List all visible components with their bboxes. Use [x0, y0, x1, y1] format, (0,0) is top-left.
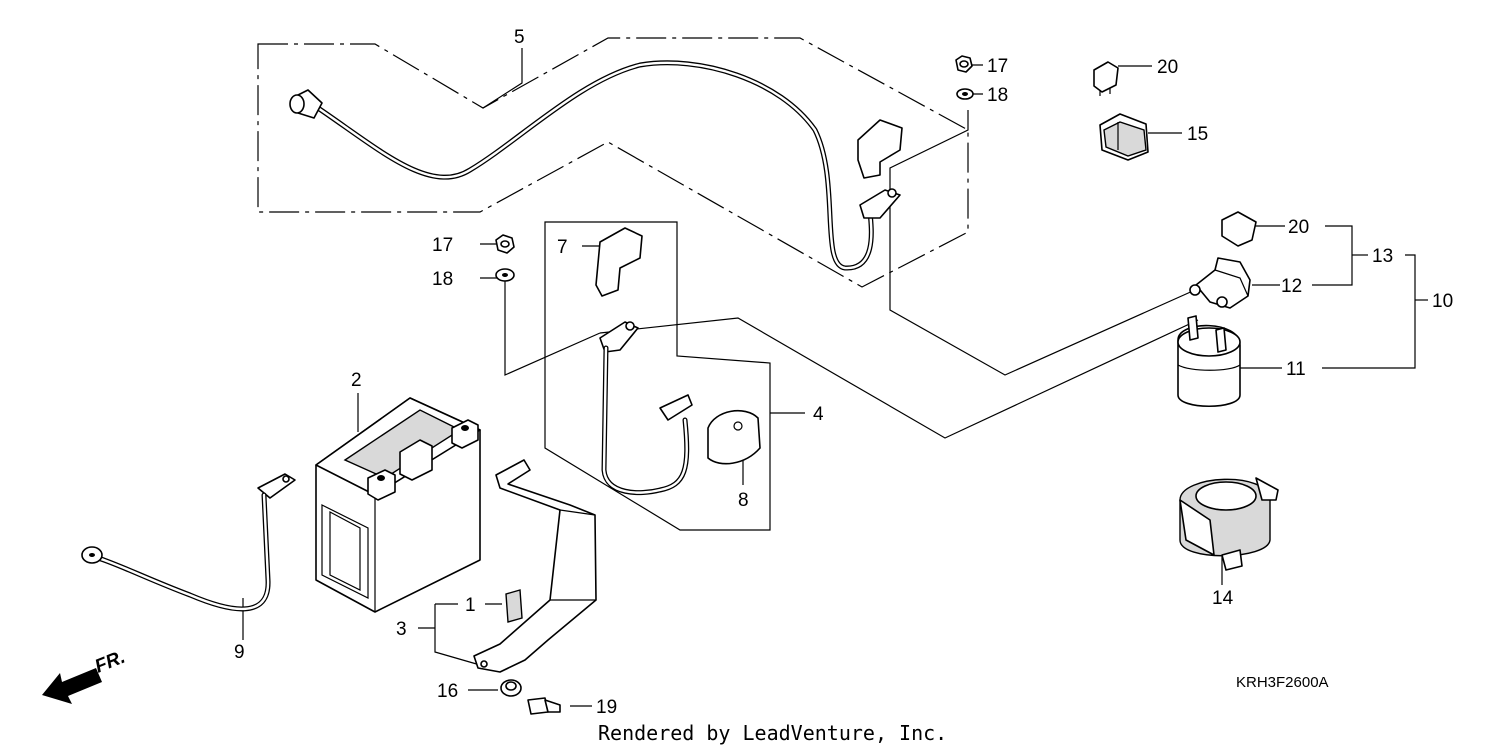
group-frame-5	[257, 37, 969, 288]
callout-18-mid: 18	[432, 269, 453, 290]
callout-9: 9	[234, 642, 245, 663]
callout-13: 13	[1372, 246, 1393, 267]
callout-8: 8	[738, 490, 749, 511]
cable-9	[81, 473, 296, 612]
battery-holder-3	[473, 459, 597, 673]
relay-11	[1177, 315, 1241, 408]
callout-16: 16	[437, 681, 458, 702]
fuse-20-top	[1093, 61, 1119, 96]
callout-15: 15	[1187, 124, 1208, 145]
callout-20-mid: 20	[1288, 217, 1309, 238]
front-direction-arrow: FR.	[42, 647, 128, 704]
cover-14	[1179, 477, 1279, 571]
callout-4: 4	[813, 404, 824, 425]
direction-label: FR.	[92, 647, 128, 678]
battery-2	[315, 397, 481, 613]
callout-17-top: 17	[987, 56, 1008, 77]
bracket-12	[1189, 257, 1251, 309]
bolt-19	[527, 697, 561, 715]
callout-11: 11	[1286, 359, 1306, 380]
washer-18-top	[956, 88, 974, 100]
callout-1: 1	[465, 595, 476, 616]
callout-20-top: 20	[1157, 57, 1178, 78]
connector-15	[1099, 113, 1149, 161]
group-frame-4	[544, 221, 771, 531]
callout-3: 3	[396, 619, 407, 640]
callout-19: 19	[596, 697, 617, 718]
callout-2: 2	[351, 370, 362, 391]
nut-17-mid	[495, 234, 515, 254]
callout-5: 5	[514, 27, 525, 48]
callout-10: 10	[1432, 291, 1453, 312]
cable-5	[289, 60, 903, 271]
credit-text: Rendered by LeadVenture, Inc.	[598, 721, 947, 745]
callout-labels: 5 17 18 20 15 20 13 12 10 11 17 18 7 4 8…	[234, 27, 1453, 718]
cable-4	[595, 227, 761, 496]
callout-18-top: 18	[987, 85, 1008, 106]
callout-7: 7	[557, 237, 568, 258]
nut-17-top	[955, 55, 973, 73]
diagram-code: KRH3F2600A	[1236, 674, 1329, 691]
callout-17-mid: 17	[432, 235, 453, 256]
washer-18-mid	[495, 268, 515, 282]
callout-14: 14	[1212, 588, 1234, 609]
leader-lines	[242, 48, 1428, 707]
callout-12: 12	[1281, 276, 1302, 297]
collar-16	[500, 679, 522, 697]
fuse-20-mid	[1221, 211, 1257, 247]
